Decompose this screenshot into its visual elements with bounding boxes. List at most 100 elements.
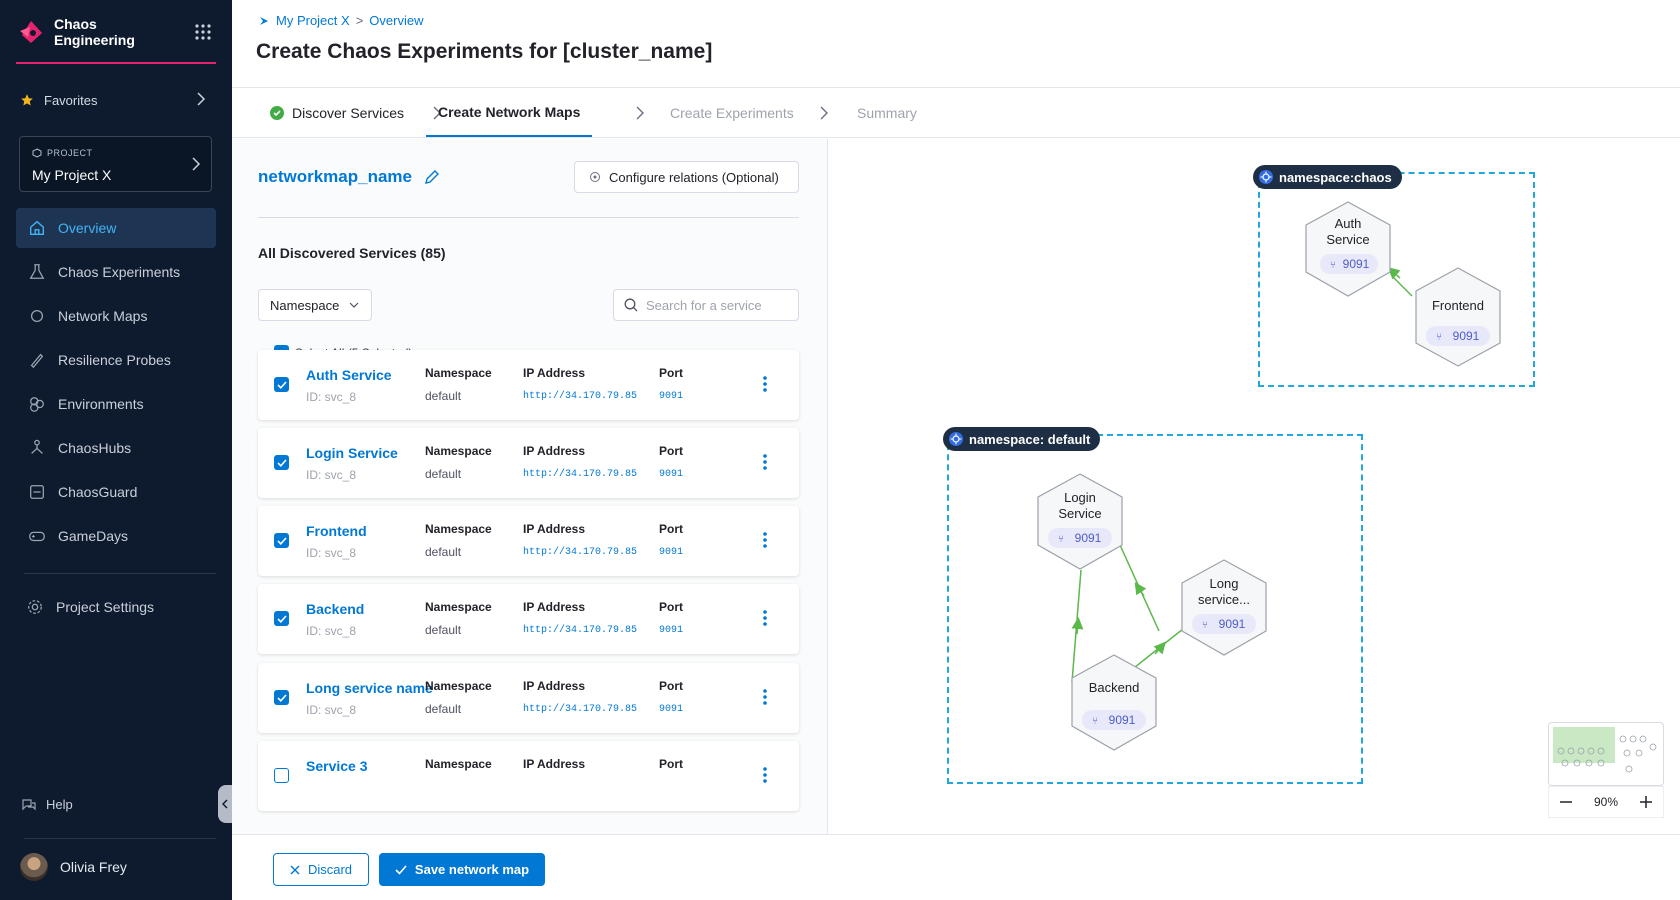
sidebar-item-label: Resilience Probes <box>58 352 171 368</box>
sidebar-item-gamedays[interactable]: GameDays <box>16 516 216 556</box>
node-label: Backend <box>1089 680 1140 695</box>
sidebar-item-chaosguard[interactable]: ChaosGuard <box>16 472 216 512</box>
search-input[interactable] <box>646 297 786 313</box>
tab-create-experiments[interactable]: Create Experiments <box>670 89 794 137</box>
service-name[interactable]: Service 3 <box>306 758 368 774</box>
node-frontend[interactable]: Frontend ⑂ 9091 <box>1415 267 1501 367</box>
guard-icon <box>30 485 44 499</box>
service-checkbox[interactable] <box>274 455 289 470</box>
project-selector[interactable]: PROJECT My Project X <box>19 136 212 192</box>
check-icon <box>276 614 287 623</box>
ip-header: IP Address <box>523 522 586 536</box>
discard-button[interactable]: Discard <box>273 853 369 886</box>
configure-relations-button[interactable]: Configure relations (Optional) <box>574 161 799 193</box>
more-options-icon[interactable] <box>763 610 767 626</box>
service-id: ID: svc_8 <box>306 703 357 717</box>
discard-label: Discard <box>307 862 353 877</box>
sidebar-collapse-toggle[interactable] <box>218 785 232 823</box>
sidebar-item-resilience-probes[interactable]: Resilience Probes <box>16 340 216 380</box>
service-checkbox[interactable] <box>274 768 289 783</box>
service-checkbox[interactable] <box>274 533 289 548</box>
minimap[interactable] <box>1548 722 1664 786</box>
hub-icon <box>31 439 43 454</box>
service-name[interactable]: Backend <box>306 601 365 617</box>
node-login-service[interactable]: Login Service ⑂ 9091 <box>1037 473 1123 570</box>
service-ip[interactable]: http://34.170.79.85 <box>523 547 638 558</box>
service-id: ID: svc_8 <box>306 546 357 560</box>
app-logo[interactable]: Chaos Engineering <box>18 16 144 48</box>
service-name[interactable]: Frontend <box>306 523 367 539</box>
check-icon <box>276 536 287 545</box>
sidebar-item-chaoshubs[interactable]: ChaosHubs <box>16 428 216 468</box>
sidebar-item-chaos-experiments[interactable]: Chaos Experiments <box>16 252 216 292</box>
ip-header: IP Address <box>523 444 586 458</box>
network-map-canvas[interactable] <box>827 139 1680 834</box>
apps-grid-icon[interactable] <box>195 24 211 40</box>
tab-summary[interactable]: Summary <box>857 89 917 137</box>
service-name[interactable]: Long service name <box>306 680 433 696</box>
help-link[interactable]: Help <box>22 797 73 812</box>
more-options-icon[interactable] <box>763 454 767 470</box>
service-ip[interactable]: http://34.170.79.85 <box>523 704 638 715</box>
node-port: 9091 <box>1343 257 1370 271</box>
namespace-header: Namespace <box>425 444 492 458</box>
zoom-out-icon[interactable] <box>1559 795 1573 809</box>
tab-discover-services[interactable]: Discover Services <box>270 89 404 137</box>
chevron-right-icon <box>197 92 206 106</box>
node-auth-service[interactable]: Auth Service ⑂ 9091 <box>1305 201 1391 297</box>
more-options-icon[interactable] <box>763 532 767 548</box>
tab-label: Discover Services <box>292 105 405 121</box>
tab-create-network-maps[interactable]: Create Network Maps <box>426 89 593 137</box>
sidebar-item-environments[interactable]: Environments <box>16 384 216 424</box>
zoom-level: 90% <box>1593 795 1619 809</box>
node-port: 9091 <box>1109 713 1136 727</box>
service-ip[interactable]: http://34.170.79.85 <box>523 625 638 636</box>
port-header: Port <box>659 444 683 458</box>
sidebar-item-overview[interactable]: Overview <box>16 208 216 248</box>
gear-icon <box>28 600 42 614</box>
more-options-icon[interactable] <box>763 767 767 783</box>
service-ip[interactable]: http://34.170.79.85 <box>523 391 638 402</box>
more-options-icon[interactable] <box>763 376 767 392</box>
service-name[interactable]: Login Service <box>306 445 398 461</box>
wizard-tabs: Discover Services Create Network Maps Cr… <box>232 89 1680 138</box>
service-checkbox[interactable] <box>274 377 289 392</box>
node-label: Long <box>1210 576 1239 591</box>
service-ip[interactable]: http://34.170.79.85 <box>523 469 638 480</box>
save-network-map-button[interactable]: Save network map <box>379 853 545 886</box>
node-backend[interactable]: Backend ⑂ 9091 <box>1071 654 1157 751</box>
save-label: Save network map <box>414 862 530 877</box>
tab-label: Summary <box>857 105 917 121</box>
zoom-in-icon[interactable] <box>1639 795 1653 809</box>
breadcrumb-page[interactable]: Overview <box>369 13 424 28</box>
chevron-right-icon <box>433 106 441 120</box>
pencil-icon[interactable] <box>424 169 440 185</box>
chevron-right-icon <box>820 106 828 120</box>
zoom-controls: 90% <box>1548 786 1664 818</box>
sidebar-item-project-settings[interactable]: Project Settings <box>14 587 214 627</box>
project-icon <box>32 148 42 158</box>
breadcrumb-project[interactable]: My Project X <box>276 13 350 28</box>
user-profile[interactable]: Olivia Frey <box>20 853 127 881</box>
ip-header: IP Address <box>523 679 586 693</box>
node-long-service[interactable]: Long service... ⑂ 9091 <box>1181 559 1267 656</box>
more-options-icon[interactable] <box>763 689 767 705</box>
favorites-item[interactable]: Favorites <box>20 90 210 110</box>
namespace-filter[interactable]: Namespace <box>258 289 372 321</box>
check-icon <box>276 458 287 467</box>
search-box <box>613 289 799 321</box>
edge-backend-login <box>1071 569 1082 683</box>
sidebar-item-network-maps[interactable]: Network Maps <box>16 296 216 336</box>
service-name[interactable]: Auth Service <box>306 367 392 383</box>
service-checkbox[interactable] <box>274 611 289 626</box>
brand-divider <box>16 62 216 64</box>
service-checkbox[interactable] <box>274 690 289 705</box>
namespace-header: Namespace <box>425 522 492 536</box>
